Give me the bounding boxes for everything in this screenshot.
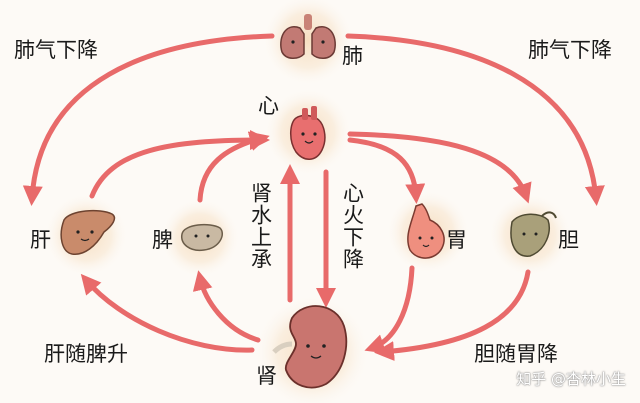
arrow-spleen-to-heart xyxy=(197,131,270,203)
gallbladder-label: 胆 xyxy=(558,228,579,252)
arrow-kidney-to-spleen xyxy=(192,270,261,343)
flow-label-kidney-water: 肾水上承 xyxy=(248,182,273,270)
arrow-gallbladder-to-kidney xyxy=(374,269,531,362)
arrow-lung-to-gallbladder xyxy=(345,33,605,206)
flow-label-lung-left: 肺气下降 xyxy=(14,38,98,62)
arrow-heart-to-stomach xyxy=(347,137,426,204)
watermark-text: 知乎 @杏林小生 xyxy=(516,370,626,388)
heart-icon xyxy=(290,106,326,160)
gallbladder-icon xyxy=(510,211,557,257)
stomach-label: 胃 xyxy=(446,228,467,252)
liver-icon xyxy=(60,209,116,255)
flow-label-liver-spleen: 肝随脾升 xyxy=(44,342,128,366)
flow-label-heart-fire: 心火下降 xyxy=(340,182,365,270)
spleen-label: 脾 xyxy=(152,228,173,252)
flow-arrows xyxy=(22,33,605,362)
flow-label-lung-right: 肺气下降 xyxy=(528,38,612,62)
arrow-heart-to-gallbladder xyxy=(347,131,532,204)
flow-label-gallbladder-stomach: 胆随胃降 xyxy=(474,342,558,366)
kidney-icon xyxy=(272,305,348,389)
arrow-stomach-to-kidney xyxy=(364,265,415,354)
liver-label: 肝 xyxy=(30,228,51,252)
arrow-kidney-to-liver xyxy=(80,273,255,353)
heart-label: 心 xyxy=(258,94,279,118)
arrow-lung-to-liver xyxy=(22,33,275,206)
spleen-icon xyxy=(181,223,224,252)
kidney-label: 肾 xyxy=(256,364,277,388)
stomach-icon xyxy=(407,203,445,259)
arrow-liver-to-heart xyxy=(89,130,270,199)
lung-icon xyxy=(280,14,336,59)
lung-label: 肺 xyxy=(342,44,363,68)
